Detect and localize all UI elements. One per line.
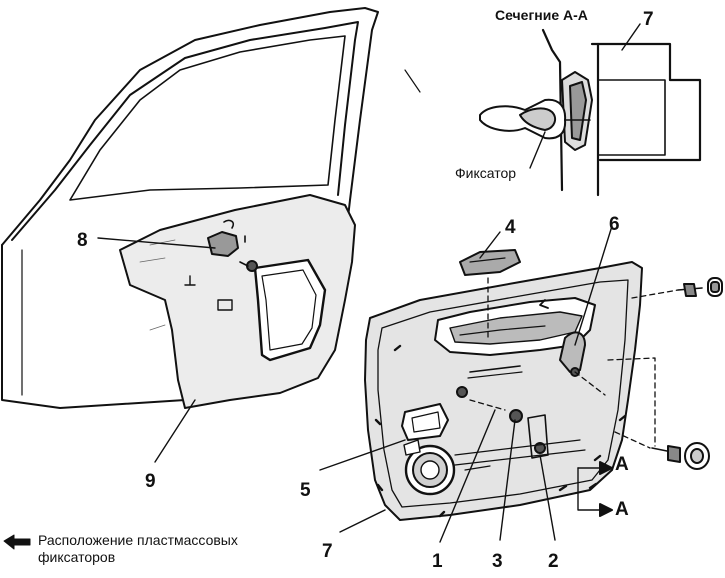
- legend-line-1: Расположение пластмассовых: [38, 532, 238, 548]
- legend-line-2: фиксаторов: [38, 549, 116, 565]
- clip-label: Фиксатор: [455, 165, 516, 181]
- leader-lines: [97, 23, 641, 543]
- section-part-number: 7: [643, 9, 654, 30]
- waterproof-sheet: [119, 194, 356, 409]
- section-mark-upper: А: [615, 454, 629, 475]
- callout-5: 5: [300, 480, 311, 501]
- assembly-lines: [469, 277, 679, 449]
- section-mark-lower: А: [615, 499, 629, 520]
- upper-screw: [677, 277, 723, 297]
- callout-3: 3: [492, 551, 503, 572]
- callout-8: 8: [77, 230, 88, 251]
- legend: Расположение пластмассовых фиксаторов: [4, 532, 334, 566]
- callout-2: 2: [548, 551, 559, 572]
- section-title: Сечегние А-А: [495, 7, 588, 23]
- callout-4: 4: [505, 217, 516, 238]
- lower-screw: [651, 442, 710, 470]
- section-detail: [404, 28, 702, 197]
- callout-6: 6: [609, 214, 620, 235]
- legend-arrow-icon: [3, 534, 31, 550]
- callout-9: 9: [145, 471, 156, 492]
- door-frame: [1, 7, 379, 409]
- section-a-markers: [577, 461, 613, 517]
- door-trim-panel: [364, 249, 643, 521]
- callout-7: 7: [322, 541, 333, 562]
- callout-1: 1: [432, 551, 443, 572]
